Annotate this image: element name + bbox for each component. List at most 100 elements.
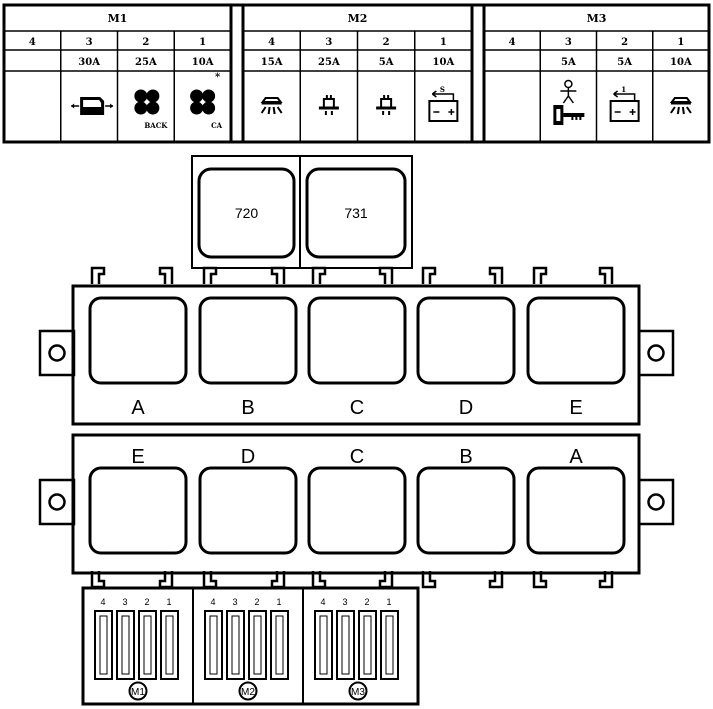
fuse-number: 1: [199, 37, 206, 48]
fuse-slot: [380, 610, 399, 680]
fuse-number: 3: [325, 37, 332, 48]
relay-socket: [526, 466, 626, 555]
mount-hole-icon: [48, 344, 66, 362]
mounting-clip: [532, 571, 548, 589]
relay-position-label: D: [459, 397, 473, 419]
mount-ear-left: [38, 329, 76, 377]
mounting-clip: [270, 571, 286, 589]
fuse-slot-inner: [363, 615, 372, 675]
fuse-pin-number: 3: [342, 597, 347, 607]
relay-housing-right: [299, 155, 413, 269]
module-title: M3: [587, 12, 607, 25]
fuse-slot: [94, 610, 113, 680]
fuse-amperage: 10A: [670, 57, 692, 68]
fuse-slot-inner: [319, 615, 328, 675]
fuse-pin-number: 1: [276, 597, 281, 607]
relay-position-label: C: [350, 446, 364, 468]
lamp-bulb-icon: [317, 93, 341, 117]
relay-position-label: E: [569, 397, 582, 419]
fuse-block-label: M1: [131, 687, 145, 698]
icon-label: 1: [621, 85, 626, 94]
fuse-slot-inner: [341, 615, 350, 675]
fuse-table-frame: [2, 3, 711, 144]
fuse-number: 3: [565, 37, 572, 48]
relay-socket: [416, 296, 516, 385]
mounting-clip: [421, 571, 437, 589]
fuse-slot-inner: [121, 615, 130, 675]
fuse-slot: [336, 610, 355, 680]
fuse-number: 4: [268, 37, 275, 48]
lamp-bulb-icon: [374, 93, 398, 117]
fuse-amperage: 5A: [617, 57, 632, 68]
mount-hole-icon: [48, 493, 66, 511]
mounting-clip: [202, 266, 218, 284]
fuse-pin-number: 3: [122, 597, 127, 607]
icon-label: BACK: [144, 121, 168, 130]
fuse-slot: [226, 610, 245, 680]
mounting-clip: [421, 266, 437, 284]
fuse-slot-inner: [275, 615, 284, 675]
relay-socket: [416, 466, 516, 555]
fuse-block-label: M2: [241, 687, 255, 698]
relay-position-label: E: [131, 446, 144, 468]
person-ignition-key-icon: [551, 78, 587, 127]
fuse-blocks-frame: [81, 586, 420, 706]
relay-socket: [198, 466, 298, 555]
fuse-amperage: 30A: [78, 57, 100, 68]
mounting-clip: [311, 266, 327, 284]
fuse-pin-number: 1: [166, 597, 171, 607]
relay-label: 731: [344, 205, 368, 221]
fuse-pin-number: 4: [320, 597, 325, 607]
mounting-clip: [311, 571, 327, 589]
fuse-slot: [116, 610, 135, 680]
module-title: M2: [348, 12, 368, 25]
relay-position-label: B: [459, 446, 472, 468]
fuse-slot-inner: [253, 615, 262, 675]
mounting-clip: [158, 571, 174, 589]
fuse-block-badge: [128, 681, 148, 701]
mounting-clip: [598, 266, 614, 284]
fuse-number: 2: [142, 37, 149, 48]
module-title: M1: [108, 12, 128, 25]
fuse-slot-inner: [209, 615, 218, 675]
relay-socket: [197, 167, 296, 259]
fuse-number: 4: [509, 37, 516, 48]
relay-position-label: A: [569, 446, 583, 468]
mounting-clip: [270, 266, 286, 284]
mount-ear-right: [637, 478, 675, 526]
relay-socket: [305, 167, 407, 259]
fuse-pin-number: 2: [254, 597, 259, 607]
fuse-block-label: M3: [351, 687, 365, 698]
relay-socket: [198, 296, 298, 385]
fuse-amperage: 5A: [379, 57, 394, 68]
mounting-clip: [488, 266, 504, 284]
fuse-amperage: 10A: [433, 57, 455, 68]
mount-hole-icon: [647, 344, 665, 362]
fuse-block-badge: [348, 681, 368, 701]
relay-position-label: A: [131, 397, 145, 419]
fuse-slot-inner: [143, 615, 152, 675]
mounting-clip: [378, 266, 394, 284]
mounting-clip: [532, 266, 548, 284]
fuse-slot-inner: [99, 615, 108, 675]
fuse-block-badge: [238, 681, 258, 701]
rear-defrost-fan-icon: [134, 89, 160, 115]
mounting-clip: [158, 266, 174, 284]
mounting-clip: [488, 571, 504, 589]
relay-socket: [307, 466, 407, 555]
interior-light-icon: [260, 96, 284, 116]
fuse-pin-number: 2: [364, 597, 369, 607]
fuse-number: 3: [86, 37, 93, 48]
fuse-pin-number: 1: [386, 597, 391, 607]
snowflake-icon: *: [215, 72, 221, 83]
fuse-slot: [138, 610, 157, 680]
fuse-pin-number: 4: [100, 597, 105, 607]
fuse-slot: [270, 610, 289, 680]
mounting-clip: [90, 266, 106, 284]
fuse-amperage: 25A: [318, 57, 340, 68]
fuse-slot: [248, 610, 267, 680]
ac-fan-icon: [190, 89, 216, 115]
relay-position-label: D: [241, 446, 255, 468]
icon-label: CA: [211, 121, 223, 130]
